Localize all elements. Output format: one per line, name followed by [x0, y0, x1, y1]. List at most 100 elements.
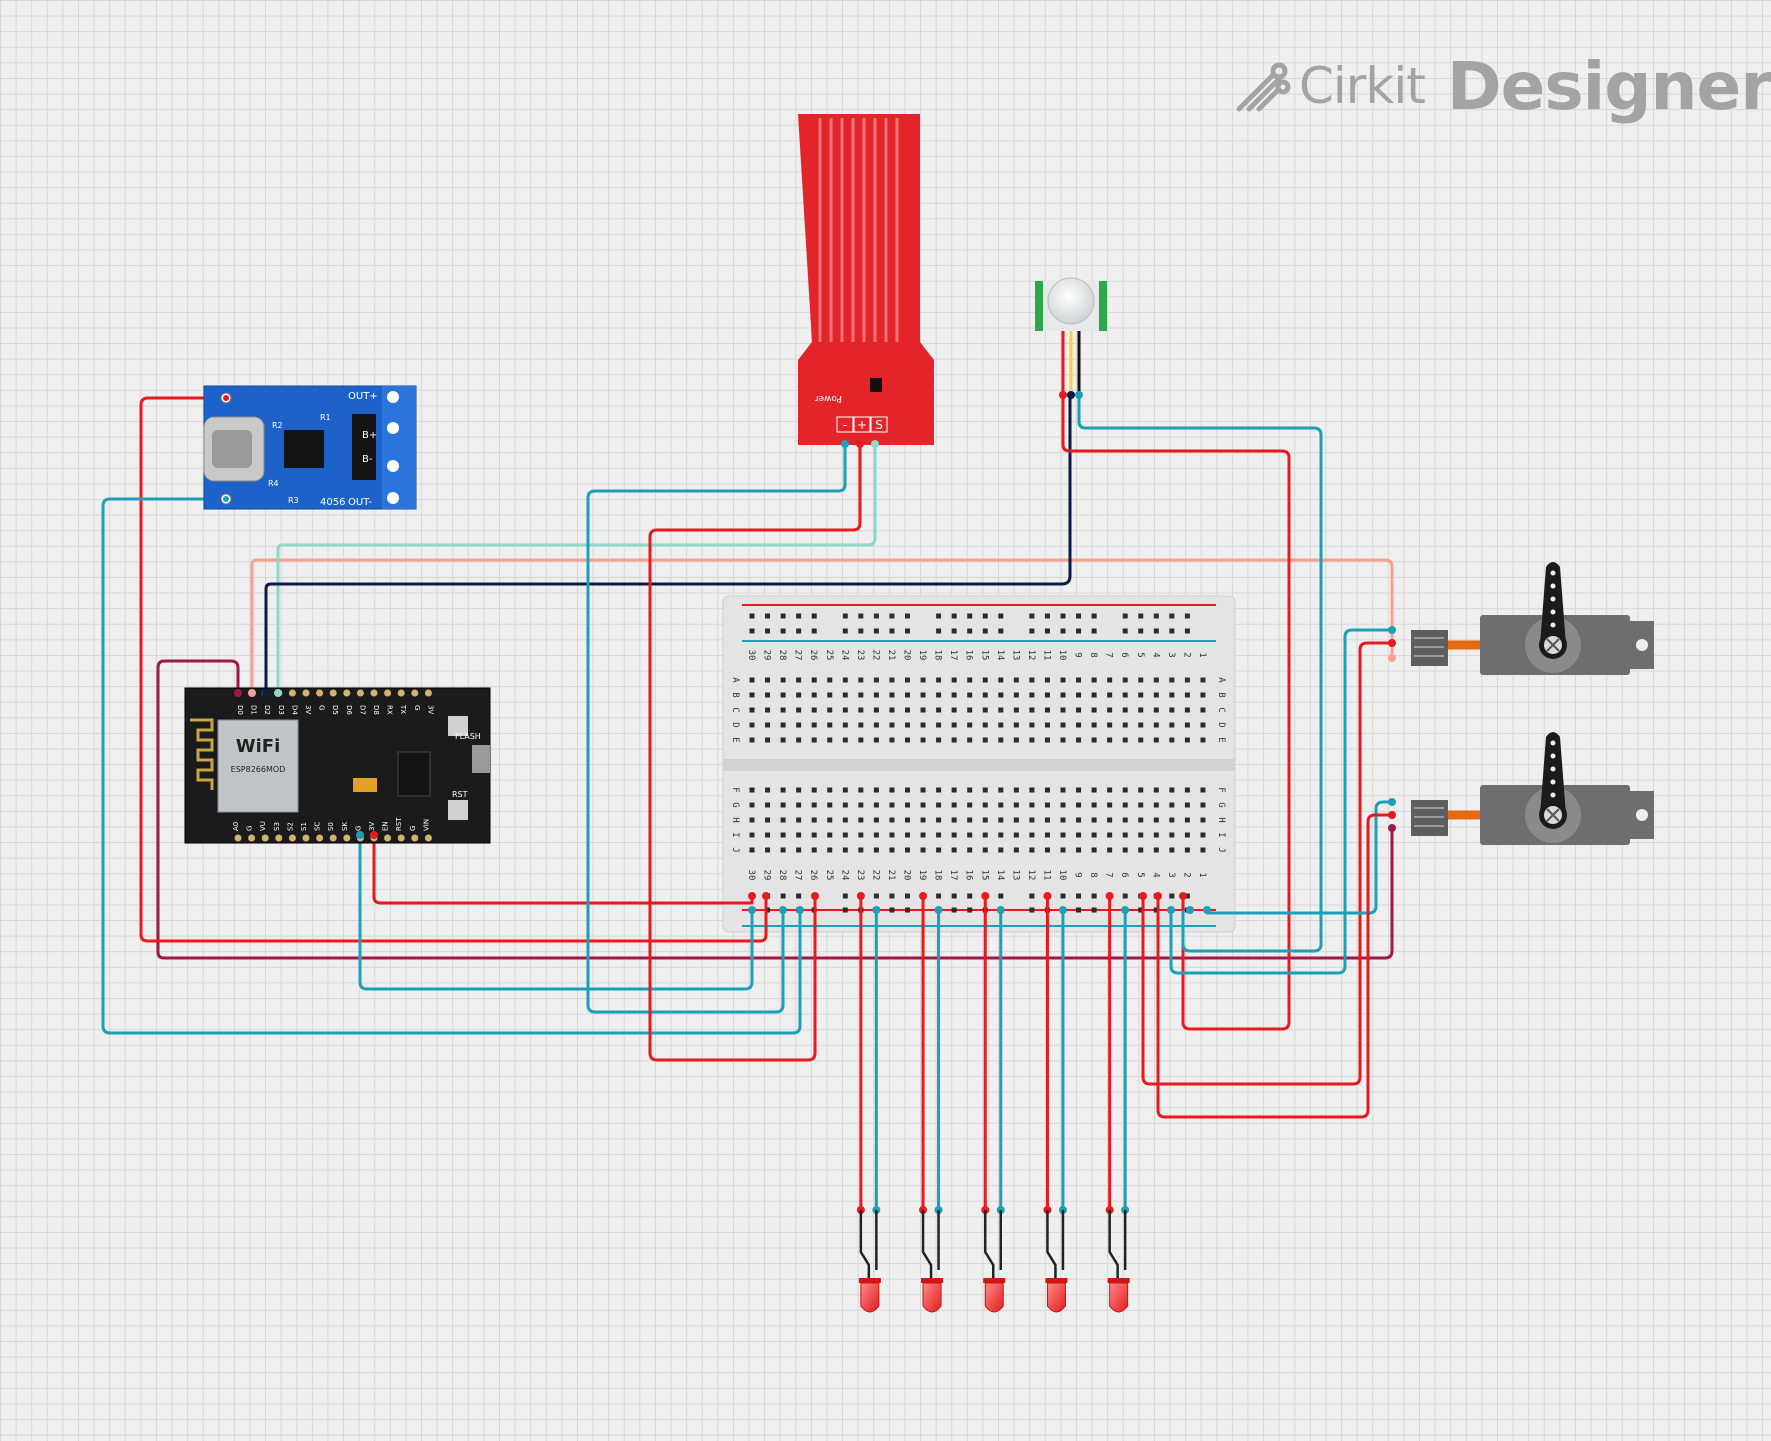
breadboard-hole[interactable]: [1060, 737, 1066, 743]
breadboard-rail-hole[interactable]: [1153, 907, 1159, 913]
breadboard-hole[interactable]: [1107, 832, 1113, 838]
nodemcu-pin[interactable]: [248, 834, 256, 842]
breadboard-hole[interactable]: [998, 787, 1004, 793]
breadboard-rail-hole[interactable]: [967, 613, 973, 619]
breadboard-hole[interactable]: [1013, 847, 1019, 853]
breadboard-hole[interactable]: [1013, 722, 1019, 728]
breadboard-hole[interactable]: [842, 787, 848, 793]
breadboard-hole[interactable]: [827, 707, 833, 713]
breadboard-rail-hole[interactable]: [873, 613, 879, 619]
breadboard-hole[interactable]: [936, 722, 942, 728]
breadboard-hole[interactable]: [905, 737, 910, 743]
breadboard-rail-hole[interactable]: [889, 907, 895, 913]
nodemcu-pin[interactable]: [329, 834, 337, 842]
breadboard-hole[interactable]: [1122, 802, 1128, 808]
breadboard-rail-hole[interactable]: [1122, 628, 1128, 634]
breadboard-hole[interactable]: [889, 802, 895, 808]
breadboard-hole[interactable]: [1107, 802, 1113, 808]
breadboard-rail-hole[interactable]: [951, 907, 957, 913]
breadboard-hole[interactable]: [1091, 817, 1097, 823]
breadboard-hole[interactable]: [811, 707, 817, 713]
breadboard-hole[interactable]: [796, 707, 802, 713]
breadboard-rail-hole[interactable]: [889, 613, 895, 619]
nodemcu-pin[interactable]: [384, 834, 392, 842]
breadboard-rail-hole[interactable]: [873, 893, 879, 899]
breadboard-hole[interactable]: [827, 677, 833, 683]
breadboard-hole[interactable]: [1076, 677, 1082, 683]
breadboard-hole[interactable]: [796, 677, 802, 683]
breadboard-hole[interactable]: [780, 677, 786, 683]
breadboard-hole[interactable]: [951, 817, 957, 823]
breadboard-hole[interactable]: [1060, 722, 1066, 728]
breadboard-hole[interactable]: [1169, 677, 1175, 683]
breadboard-hole[interactable]: [1029, 817, 1035, 823]
breadboard-rail-hole[interactable]: [1091, 628, 1097, 634]
breadboard-hole[interactable]: [951, 847, 957, 853]
breadboard-hole[interactable]: [1076, 787, 1082, 793]
breadboard-hole[interactable]: [842, 722, 848, 728]
breadboard-hole[interactable]: [1107, 722, 1113, 728]
breadboard-hole[interactable]: [1138, 817, 1144, 823]
nodemcu-pin[interactable]: [275, 834, 283, 842]
breadboard-hole[interactable]: [765, 707, 771, 713]
breadboard-hole[interactable]: [873, 832, 879, 838]
breadboard-hole[interactable]: [1107, 677, 1113, 683]
breadboard-hole[interactable]: [1169, 832, 1175, 838]
breadboard-rail-hole[interactable]: [811, 613, 817, 619]
nodemcu-pin[interactable]: [234, 834, 242, 842]
breadboard-hole[interactable]: [1044, 847, 1050, 853]
breadboard-hole[interactable]: [780, 692, 786, 698]
breadboard-hole[interactable]: [858, 692, 864, 698]
breadboard-hole[interactable]: [1091, 832, 1097, 838]
nodemcu-pin[interactable]: [302, 689, 310, 697]
breadboard-hole[interactable]: [765, 677, 771, 683]
breadboard-hole[interactable]: [998, 737, 1004, 743]
breadboard-hole[interactable]: [998, 692, 1004, 698]
nodemcu-pin[interactable]: [288, 834, 296, 842]
breadboard-hole[interactable]: [1153, 737, 1159, 743]
breadboard-rail-hole[interactable]: [842, 893, 848, 899]
breadboard-rail-hole[interactable]: [982, 628, 988, 634]
breadboard-rail-hole[interactable]: [842, 907, 848, 913]
breadboard-hole[interactable]: [967, 832, 973, 838]
breadboard-hole[interactable]: [811, 847, 817, 853]
breadboard-rail-hole[interactable]: [1169, 893, 1175, 899]
breadboard-hole[interactable]: [749, 707, 755, 713]
breadboard-hole[interactable]: [1091, 847, 1097, 853]
breadboard-hole[interactable]: [1122, 847, 1128, 853]
breadboard-hole[interactable]: [1138, 737, 1144, 743]
breadboard-hole[interactable]: [796, 722, 802, 728]
nodemcu-pin[interactable]: [329, 689, 337, 697]
breadboard-hole[interactable]: [765, 787, 771, 793]
breadboard-hole[interactable]: [749, 817, 755, 823]
breadboard-hole[interactable]: [827, 737, 833, 743]
breadboard-hole[interactable]: [1013, 707, 1019, 713]
breadboard-hole[interactable]: [936, 817, 942, 823]
breadboard-hole[interactable]: [889, 692, 895, 698]
breadboard-hole[interactable]: [1122, 817, 1128, 823]
breadboard-hole[interactable]: [889, 677, 895, 683]
breadboard-hole[interactable]: [1138, 802, 1144, 808]
breadboard-rail-hole[interactable]: [1153, 613, 1159, 619]
breadboard-hole[interactable]: [1169, 802, 1175, 808]
nodemcu-pin[interactable]: [397, 834, 405, 842]
breadboard-rail-hole[interactable]: [1076, 613, 1082, 619]
servo-pin[interactable]: [1388, 654, 1396, 662]
breadboard-hole[interactable]: [920, 722, 926, 728]
breadboard-hole[interactable]: [920, 737, 926, 743]
breadboard-hole[interactable]: [905, 677, 910, 683]
nodemcu-pin[interactable]: [343, 689, 351, 697]
nodemcu-pin[interactable]: [411, 834, 419, 842]
breadboard-rail-hole[interactable]: [1122, 613, 1128, 619]
breadboard-hole[interactable]: [811, 692, 817, 698]
breadboard-hole[interactable]: [1138, 692, 1144, 698]
red-led[interactable]: [1043, 1206, 1068, 1313]
breadboard-hole[interactable]: [1122, 787, 1128, 793]
pir-sensor[interactable]: [1035, 277, 1107, 399]
servo-pin[interactable]: [1388, 639, 1396, 647]
breadboard-hole[interactable]: [1029, 707, 1035, 713]
breadboard-hole[interactable]: [765, 832, 771, 838]
nodemcu-pin[interactable]: [384, 689, 392, 697]
breadboard-hole[interactable]: [873, 847, 879, 853]
breadboard-rail-hole[interactable]: [1091, 907, 1097, 913]
